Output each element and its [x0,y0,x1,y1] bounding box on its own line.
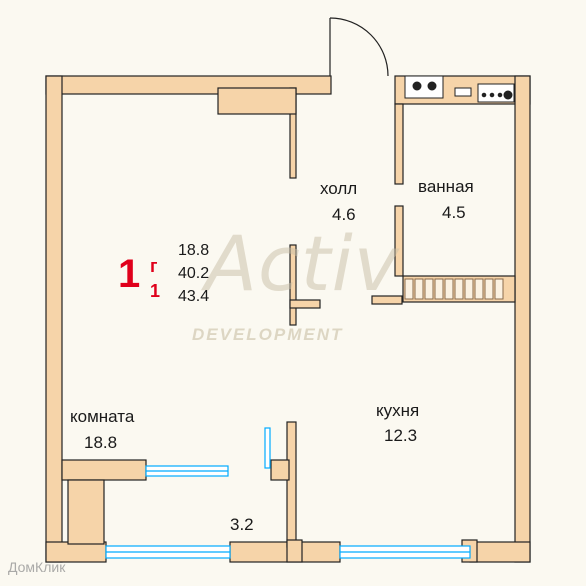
balcony-door [264,427,271,469]
balcony-area: 3.2 [230,515,254,534]
bathroom-area: 4.5 [442,203,466,222]
wall-bath-stub [371,295,403,305]
hall-name: холл [320,179,358,198]
wall-bottom-middle [229,541,341,563]
wall-bath-left-lower [394,205,404,277]
kitchen-area: 12.3 [384,426,418,445]
rooms-count: 1 [118,252,141,296]
total-with-balcony-area: 43.4 [178,288,210,305]
wall-bath-left [394,103,404,185]
room-area: 18.8 [84,433,118,452]
wall-right [514,75,531,563]
sink-icon [404,75,444,99]
room-name: комната [70,407,135,426]
brand-watermark-subtitle: DEVELOPMENT [192,325,344,344]
wall-hall-stub [289,299,321,309]
corner-watermark: ДомКлик [8,559,66,575]
kitchen-name: кухня [376,401,420,420]
apartment-index: 1 [150,281,161,301]
wall-hall-lower [289,244,297,326]
vent-grille [404,278,504,300]
total-area: 40.2 [178,265,210,282]
mirror-icon [454,87,472,97]
wall-kitchen-corner [286,539,303,563]
wall-left [45,75,63,563]
wall-kitchen-stub [270,459,290,481]
wall-kitchen-left [286,421,297,548]
wall-bottom-right [469,541,531,563]
walls [45,75,531,563]
brand-watermark: Activ [205,219,400,308]
living-area: 18.8 [178,242,210,259]
bathroom-fixtures [404,75,515,103]
apartment-type-letter: г [150,256,158,276]
wall-block-top [217,87,297,115]
bathroom-name: ванная [418,177,474,196]
hall-area: 4.6 [332,205,356,224]
wall-balcony-left [67,479,105,545]
wall-room-bottom [61,459,147,481]
windows [105,427,471,559]
entrance-door [329,17,389,77]
